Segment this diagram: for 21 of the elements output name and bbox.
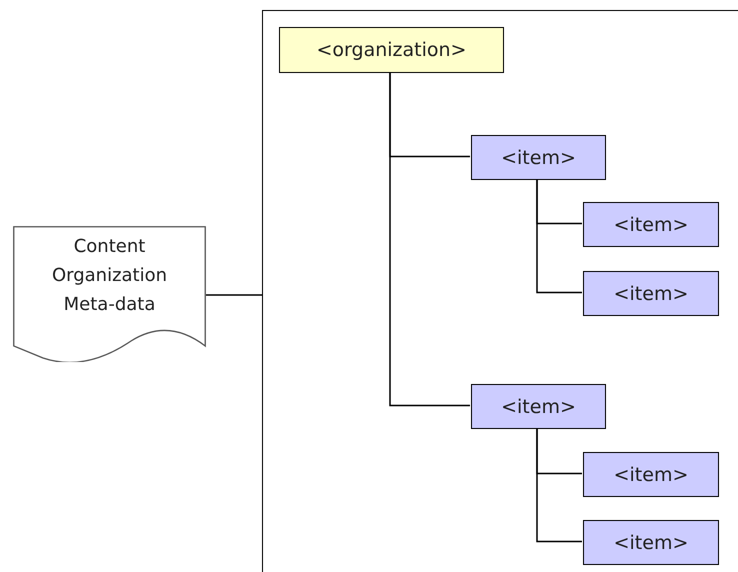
element-tag: <item> xyxy=(614,282,688,304)
element-box xyxy=(471,384,606,429)
element-tag: <item> xyxy=(614,214,688,236)
element-tag: <item> xyxy=(501,396,576,418)
container-frame xyxy=(262,10,738,572)
element-tag: <organization> xyxy=(316,39,466,61)
element-tag: <item> xyxy=(614,532,688,554)
element-tag: <item> xyxy=(614,464,688,486)
element-box xyxy=(279,27,504,73)
element-box xyxy=(583,202,719,247)
connector-line xyxy=(536,179,582,294)
document-shape xyxy=(13,226,206,362)
connector-line xyxy=(536,428,582,542)
element-box xyxy=(583,520,719,565)
connector-line xyxy=(389,72,470,406)
connector-line xyxy=(206,294,262,296)
element-tag: <item> xyxy=(501,146,576,168)
element-box xyxy=(583,452,719,497)
document-label: Content Organization Meta-data xyxy=(50,235,168,317)
element-box xyxy=(583,271,719,316)
element-box xyxy=(471,135,606,180)
